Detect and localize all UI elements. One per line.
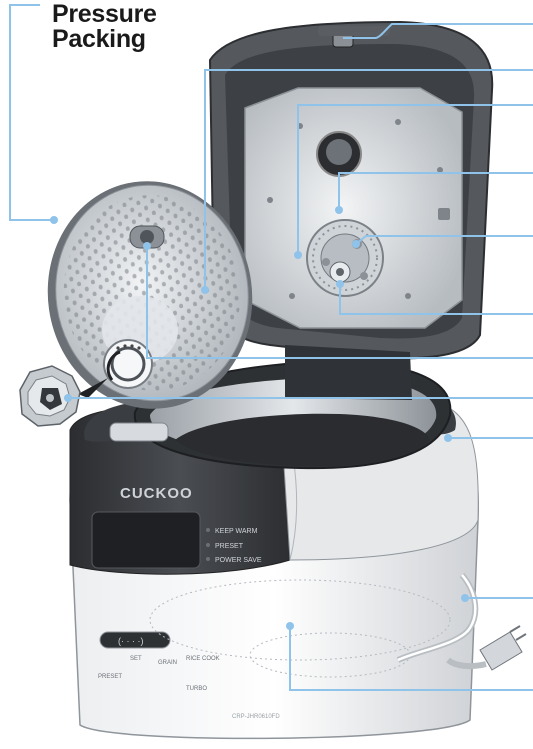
svg-text:(· · · ·): (· · · ·) [118, 636, 143, 646]
status-power-save: POWER SAVE [215, 557, 262, 564]
label-line-1: Pressure [52, 0, 157, 28]
callout-steam-vent [338, 172, 533, 210]
label-line-2: Packing [52, 25, 146, 53]
status-preset: PRESET [215, 543, 244, 550]
button-preset: PRESET [98, 674, 122, 680]
button-set: SET [130, 656, 142, 662]
button-rice-cook: RICE COOK [186, 656, 220, 662]
button-grain: GRAIN [158, 660, 177, 666]
model-number: CRP-JHR0610FD [232, 714, 280, 720]
brand-logo: CUCKOO [120, 485, 193, 502]
callout-cover-knob [146, 246, 533, 359]
rim-handle [109, 422, 169, 442]
status-indicators: KEEP WARM PRESET POWER SAVE [215, 528, 262, 564]
status-keep-warm: KEEP WARM [215, 528, 258, 535]
callout-lines [9, 4, 533, 691]
label-pressure-packing: Pressure Packing [52, 2, 157, 52]
callout-dots [50, 206, 469, 630]
callout-pressure-weight [339, 284, 533, 315]
callout-valve-center [355, 235, 533, 245]
callout-lid-latch [343, 23, 533, 39]
display-window [91, 511, 201, 569]
power-plug [479, 631, 523, 671]
control-buttons: PRESET SET GRAIN RICE COOK TURBO [98, 656, 220, 692]
button-turbo: TURBO [186, 686, 207, 692]
callout-pressure-packing [9, 4, 54, 221]
callout-heating-plate [289, 626, 533, 691]
callout-cover-holes [204, 69, 533, 290]
control-dial [99, 631, 171, 649]
rotate-arrow-icon [78, 378, 108, 398]
callout-inner-plate [297, 104, 533, 255]
inner-lid-plate [244, 87, 463, 329]
